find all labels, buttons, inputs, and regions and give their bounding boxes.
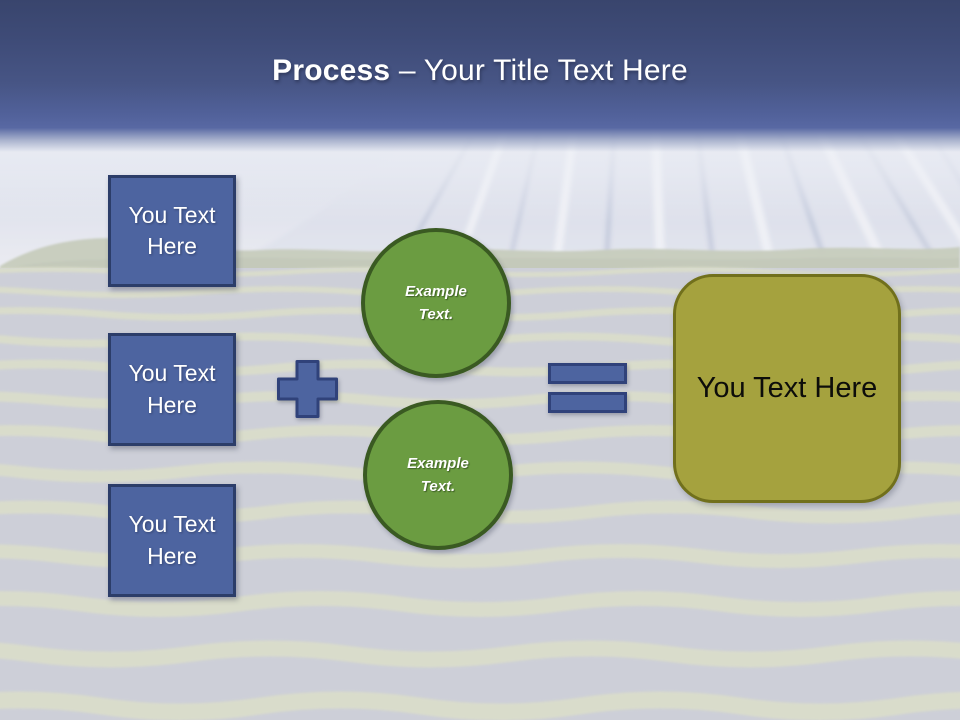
example-circle-1[interactable]: Example Text. — [361, 228, 511, 378]
input-box-2-label: You Text Here — [128, 360, 216, 418]
input-box-3-label: You Text Here — [128, 511, 216, 569]
result-box[interactable]: You Text Here — [673, 274, 901, 503]
example-circle-2-label: Example Text. — [407, 454, 469, 495]
example-circle-1-label: Example Text. — [405, 282, 467, 323]
input-box-3[interactable]: You Text Here — [108, 484, 236, 597]
slide-title: Process – Your Title Text Here — [0, 54, 960, 88]
title-band — [0, 0, 960, 152]
plus-icon — [277, 360, 338, 418]
result-box-label: You Text Here — [696, 372, 878, 404]
equals-icon — [548, 363, 627, 413]
input-box-2[interactable]: You Text Here — [108, 333, 236, 446]
input-box-1-label: You Text Here — [128, 201, 216, 259]
title-emphasis: Process — [272, 54, 391, 87]
title-rest: – Your Title Text Here — [390, 54, 688, 87]
input-box-1[interactable]: You Text Here — [108, 175, 236, 287]
example-circle-2[interactable]: Example Text. — [363, 400, 513, 550]
